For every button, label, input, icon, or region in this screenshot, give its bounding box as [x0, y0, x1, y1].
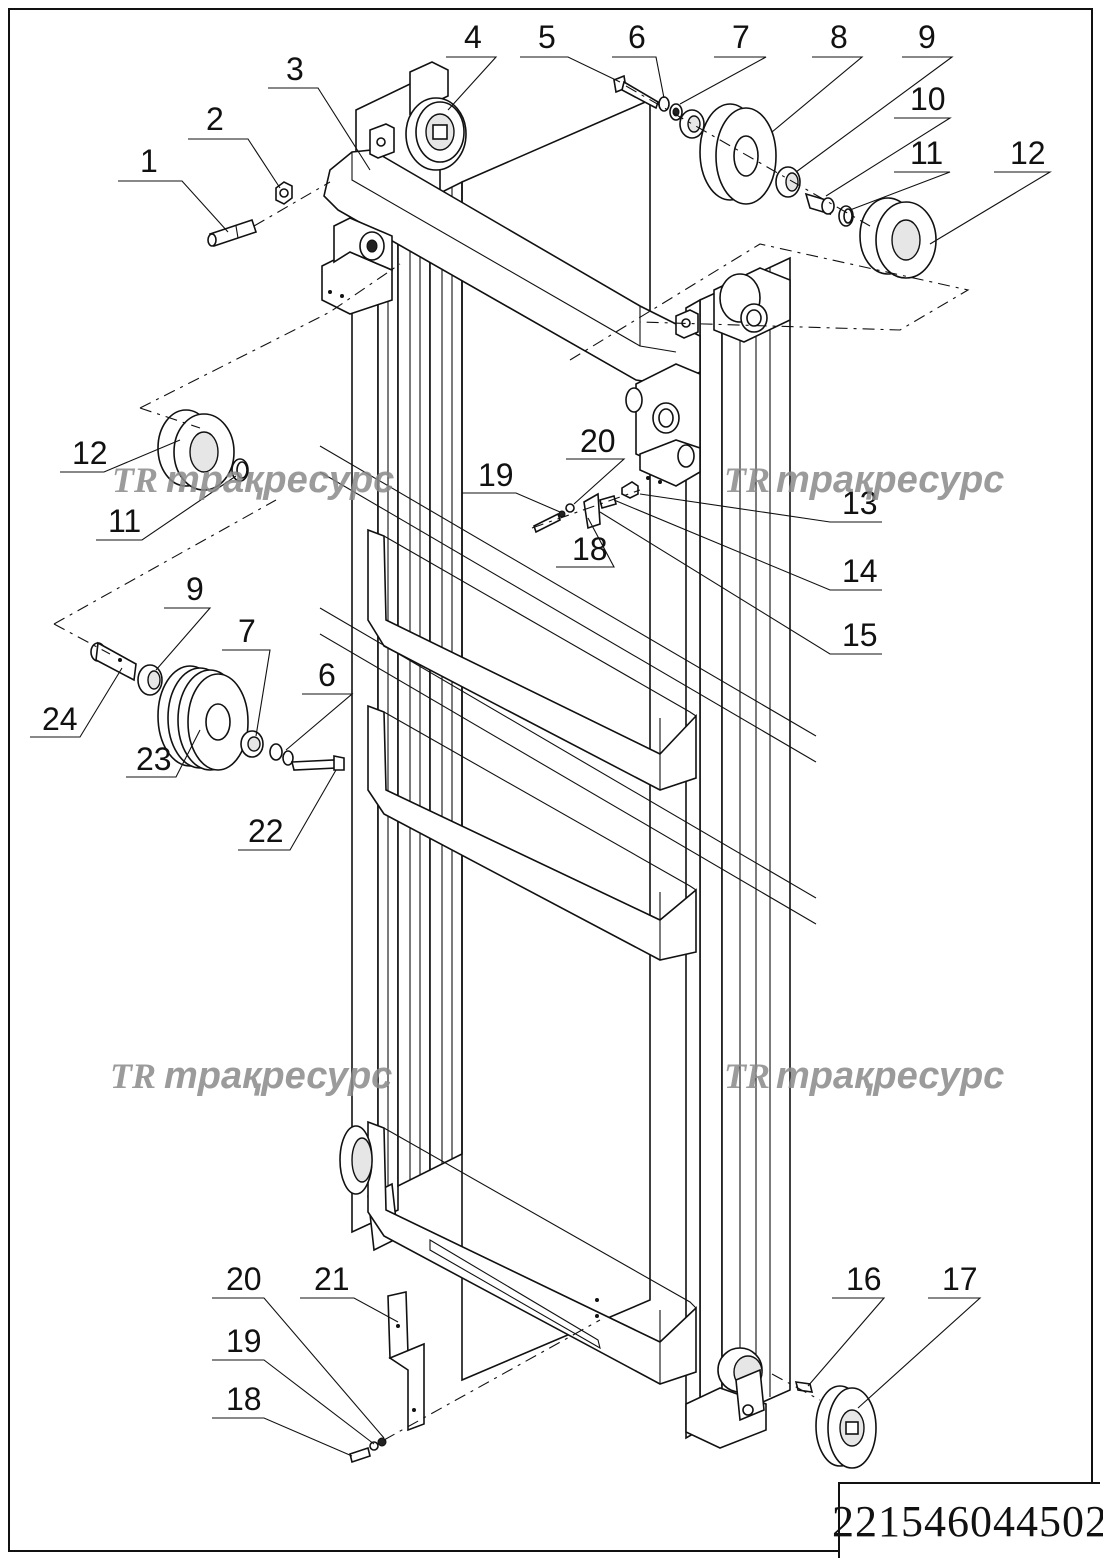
callout-9: 9 [918, 19, 936, 55]
part-number-box: 221546044502 [832, 1482, 1103, 1558]
callout-23: 23 [136, 741, 172, 777]
roller-part-12-upper [859, 197, 937, 279]
watermark-logo: TR [724, 1056, 770, 1096]
roller-lower-right [717, 1347, 765, 1422]
callout-11: 11 [910, 135, 943, 171]
roller-lower-left [339, 1125, 373, 1195]
washer-part-6 [658, 96, 670, 112]
bushing-part-10 [804, 192, 835, 216]
watermark-logo: TR [112, 460, 158, 500]
break-lines [319, 445, 817, 925]
callout-6: 6 [628, 19, 646, 55]
watermark-text: трақресурс [776, 1055, 1004, 1097]
callout-21: 21 [314, 1261, 350, 1297]
callout-7-left: 7 [238, 613, 256, 649]
callout-20-bottom: 20 [226, 1261, 262, 1297]
bearing-part-7-left [240, 730, 264, 758]
bolt-part-14 [599, 495, 617, 509]
callout-6-left: 6 [318, 657, 336, 693]
callout-11-left: 11 [108, 503, 141, 539]
callout-17: 17 [942, 1261, 978, 1297]
washer-part-20-center [565, 503, 575, 513]
inner-carriage [461, 98, 651, 1382]
bracket-part-18-center [583, 492, 601, 530]
callout-5: 5 [538, 19, 556, 55]
watermark-4: TR трақресурс [724, 1055, 1004, 1097]
callout-9-left: 9 [186, 571, 204, 607]
callout-8: 8 [830, 19, 848, 55]
roller-part-12-left [157, 409, 235, 491]
cross-bar-upper [367, 528, 697, 791]
drawing-frame [8, 8, 1093, 1552]
bearing-part-9-left [137, 664, 163, 696]
watermark-text: трақресурс [164, 1055, 392, 1097]
watermark-logo: TR [110, 1056, 156, 1096]
bolt-part-19-center [533, 510, 566, 534]
callout-20-center: 20 [580, 423, 616, 459]
nut-part-13 [621, 481, 639, 499]
callout-14: 14 [842, 553, 878, 589]
callout-18-bottom: 18 [226, 1381, 262, 1417]
watermark-3: TR трақресурс [110, 1055, 392, 1097]
callout-18-center: 18 [572, 531, 608, 567]
callout-19-center: 19 [478, 457, 514, 493]
callout-22: 22 [248, 813, 284, 849]
callout-12-left: 12 [72, 435, 108, 471]
cross-bar-middle [367, 704, 697, 961]
callout-16: 16 [846, 1261, 882, 1297]
callout-10: 10 [910, 81, 946, 117]
sheave-part-8 [699, 103, 777, 205]
callout-2: 2 [206, 101, 224, 137]
bolt-part-22 [290, 755, 345, 771]
watermark-2: TR трақресурс [724, 459, 1004, 501]
pin-part-1 [207, 218, 258, 248]
callout-13: 13 [842, 485, 878, 521]
watermark-1: TR трақресурс [112, 459, 394, 501]
bolt-part-18-bottom [349, 1446, 371, 1464]
snap-ring-part-11-upper [838, 205, 854, 227]
callout-15: 15 [842, 617, 878, 653]
washer-part-6-left [269, 743, 294, 766]
callout-12: 12 [1010, 135, 1046, 171]
callout-labels: 1 2 3 4 5 6 7 8 9 10 11 12 12 11 20 19 1… [42, 19, 1046, 1417]
bearing-small-upper [679, 109, 705, 139]
cross-bar-lower [367, 1120, 697, 1385]
watermark-text: трақресурс [776, 459, 1004, 501]
pin-part-24 [90, 641, 137, 682]
callout-19-bottom: 19 [226, 1323, 262, 1359]
washer-part-19-bottom [369, 1441, 379, 1451]
callout-24: 24 [42, 701, 78, 737]
bracket-part-21 [387, 1291, 425, 1432]
callout-4: 4 [464, 19, 482, 55]
roller-part-17 [815, 1385, 877, 1469]
watermark-text: трақресурс [166, 459, 394, 501]
roller-part-4 [405, 97, 467, 171]
crosshead-part-3 [321, 123, 701, 487]
leader-lines [30, 56, 1052, 1457]
bearing-part-9-upper [775, 166, 801, 198]
snap-ring-part-11-left [231, 458, 249, 482]
part-number: 221546044502 [832, 1496, 1103, 1546]
callout-7: 7 [732, 19, 750, 55]
callout-3: 3 [286, 51, 304, 87]
watermark-logo: TR [724, 460, 770, 500]
sheave-part-23 [157, 665, 249, 771]
callout-1: 1 [140, 143, 158, 179]
assembly-centerlines [53, 85, 970, 1441]
